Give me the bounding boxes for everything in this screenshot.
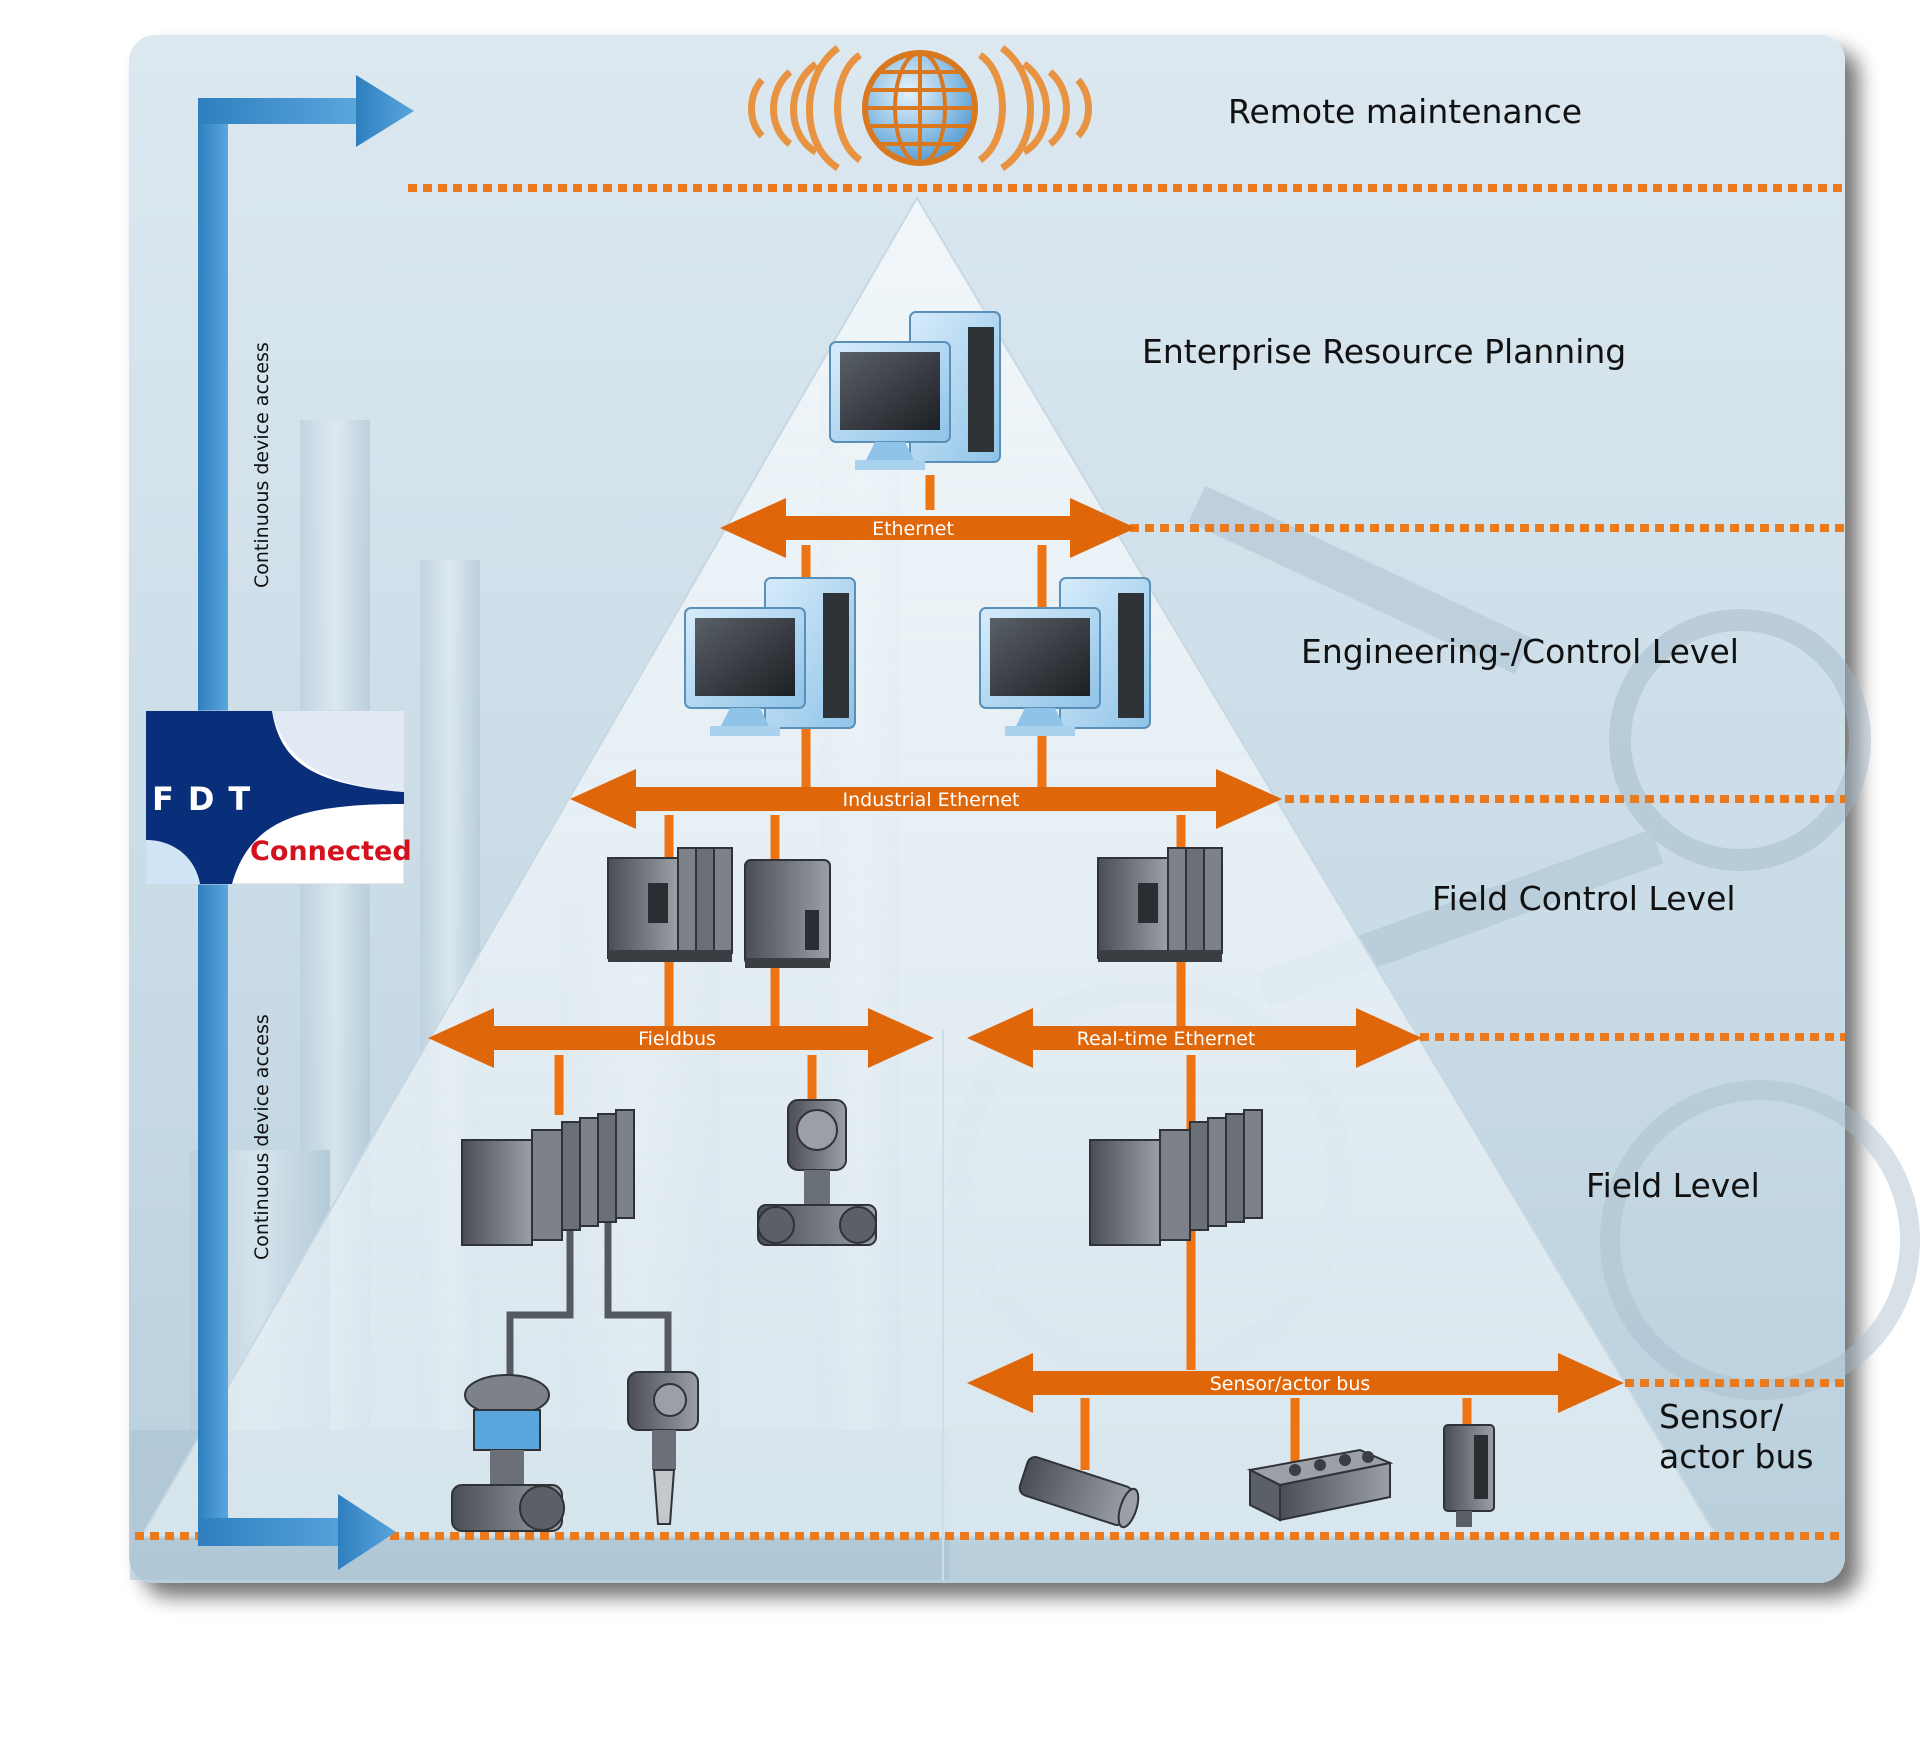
control-valve-icon: [451, 1374, 565, 1532]
bus-sensor-actor: Sensor/actor bus: [967, 1353, 1624, 1413]
globe-icon: [748, 45, 1092, 171]
level-label-field-control: Field Control Level: [1432, 879, 1736, 918]
bus-realtime-ethernet: Real-time Ethernet: [967, 1008, 1422, 1068]
bus-ethernet: Ethernet: [720, 498, 1136, 558]
level-separators: [135, 184, 1845, 1540]
proximity-sensor-icon: [1018, 1456, 1140, 1529]
access-label-bottom: Continuous device access: [251, 1014, 273, 1260]
bus-label-fieldbus: Fieldbus: [638, 1028, 716, 1050]
bus-industrial-ethernet: Industrial Ethernet: [570, 769, 1282, 829]
remote-io-icon-right: [1089, 1109, 1263, 1246]
access-label-top: Continuous device access: [251, 342, 273, 588]
level-label-sensor-line2: actor bus: [1659, 1437, 1814, 1476]
remote-io-icon-left: [461, 1109, 635, 1246]
io-link-sensor-icon: [1443, 1424, 1495, 1527]
fdt-connected-logo: FDT Connected: [145, 710, 412, 885]
level-transmitter-icon: [627, 1371, 699, 1525]
bus-fieldbus: Fieldbus: [428, 1008, 934, 1068]
gateway-icon: [744, 859, 831, 968]
level-label-field: Field Level: [1586, 1166, 1760, 1205]
controller-icon-right: [1097, 847, 1223, 962]
fdt-logo-letters: FDT: [152, 780, 264, 818]
level-label-sensor-line1: Sensor/: [1659, 1397, 1784, 1436]
io-link-hub-icon: [1246, 1448, 1394, 1522]
computer-icon-engineering-right: [979, 577, 1151, 736]
instrument-cables: [506, 1180, 672, 1405]
fdt-logo-connected: Connected: [250, 836, 412, 867]
bus-label-industrial-ethernet: Industrial Ethernet: [843, 789, 1020, 811]
bus-label-sensor-actor: Sensor/actor bus: [1210, 1373, 1371, 1395]
bus-label-realtime-ethernet: Real-time Ethernet: [1077, 1028, 1256, 1050]
flowmeter-icon: [757, 1099, 877, 1246]
level-label-engineering: Engineering-/Control Level: [1301, 632, 1739, 671]
level-label-erp: Enterprise Resource Planning: [1142, 332, 1626, 371]
computer-icon-engineering-left: [684, 577, 856, 736]
controller-icon-left: [607, 847, 733, 962]
bus-label-ethernet: Ethernet: [872, 518, 954, 540]
level-label-remote: Remote maintenance: [1228, 92, 1582, 131]
computer-icon-erp: [829, 311, 1001, 470]
